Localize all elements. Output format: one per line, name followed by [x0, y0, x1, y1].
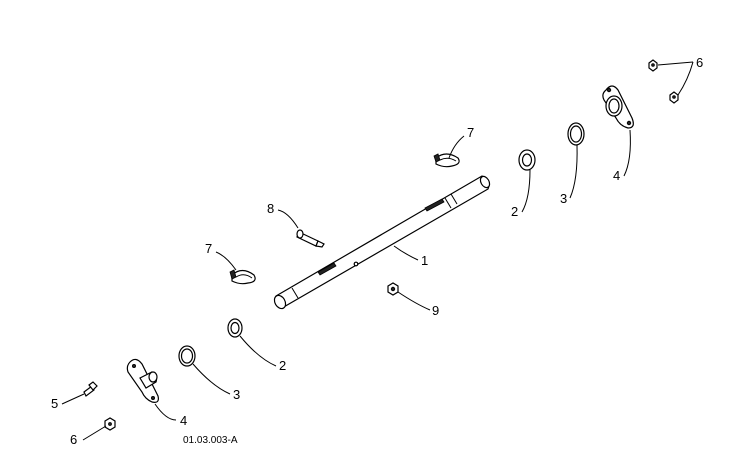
callout-3-upper: 3: [560, 144, 578, 206]
svg-text:4: 4: [180, 413, 187, 428]
callout-5: 5: [51, 393, 85, 411]
callout-6-lower: 6: [70, 425, 107, 447]
svg-text:1: 1: [421, 253, 428, 268]
callout-9: 9: [397, 291, 439, 318]
callout-1: 1: [393, 245, 428, 268]
bushing-lower-part: [227, 318, 243, 338]
clip-upper-part: [433, 153, 460, 168]
nut-upper-b-part: [669, 91, 679, 104]
clip-lower-part: [229, 269, 256, 285]
callout-4-lower: 4: [154, 403, 187, 428]
figure-reference-code: 01.03.003-A: [183, 435, 238, 446]
svg-text:6: 6: [696, 55, 703, 70]
shaft-part: [273, 175, 491, 310]
svg-text:7: 7: [205, 241, 212, 256]
callout-8: 8: [267, 201, 299, 229]
svg-text:7: 7: [467, 125, 474, 140]
callout-2-lower: 2: [239, 335, 286, 373]
callout-2-upper: 2: [511, 169, 531, 219]
washer-lower-part: [178, 345, 196, 367]
callout-6-upper: 6: [657, 55, 703, 96]
bolt-part: [83, 381, 98, 397]
svg-text:9: 9: [432, 303, 439, 318]
svg-text:2: 2: [511, 204, 518, 219]
svg-text:4: 4: [613, 168, 620, 183]
nut-lower-part: [104, 417, 116, 431]
hex-nut-part: [387, 282, 399, 296]
callout-3-lower: 3: [192, 363, 240, 402]
svg-text:5: 5: [51, 396, 58, 411]
svg-text:3: 3: [560, 191, 567, 206]
callout-7-upper: 7: [448, 125, 474, 159]
svg-text:6: 6: [70, 432, 77, 447]
svg-text:2: 2: [279, 358, 286, 373]
bearing-flange-lower-part: [126, 358, 159, 403]
callout-4-upper: 4: [613, 129, 631, 183]
nut-upper-a-part: [648, 59, 658, 72]
washer-upper-part: [567, 122, 585, 146]
svg-text:8: 8: [267, 201, 274, 216]
bearing-flange-upper-part: [602, 85, 634, 129]
pin-part: [296, 229, 325, 248]
bushing-upper-part: [518, 149, 536, 171]
svg-text:3: 3: [233, 387, 240, 402]
callout-7-lower: 7: [205, 241, 237, 271]
